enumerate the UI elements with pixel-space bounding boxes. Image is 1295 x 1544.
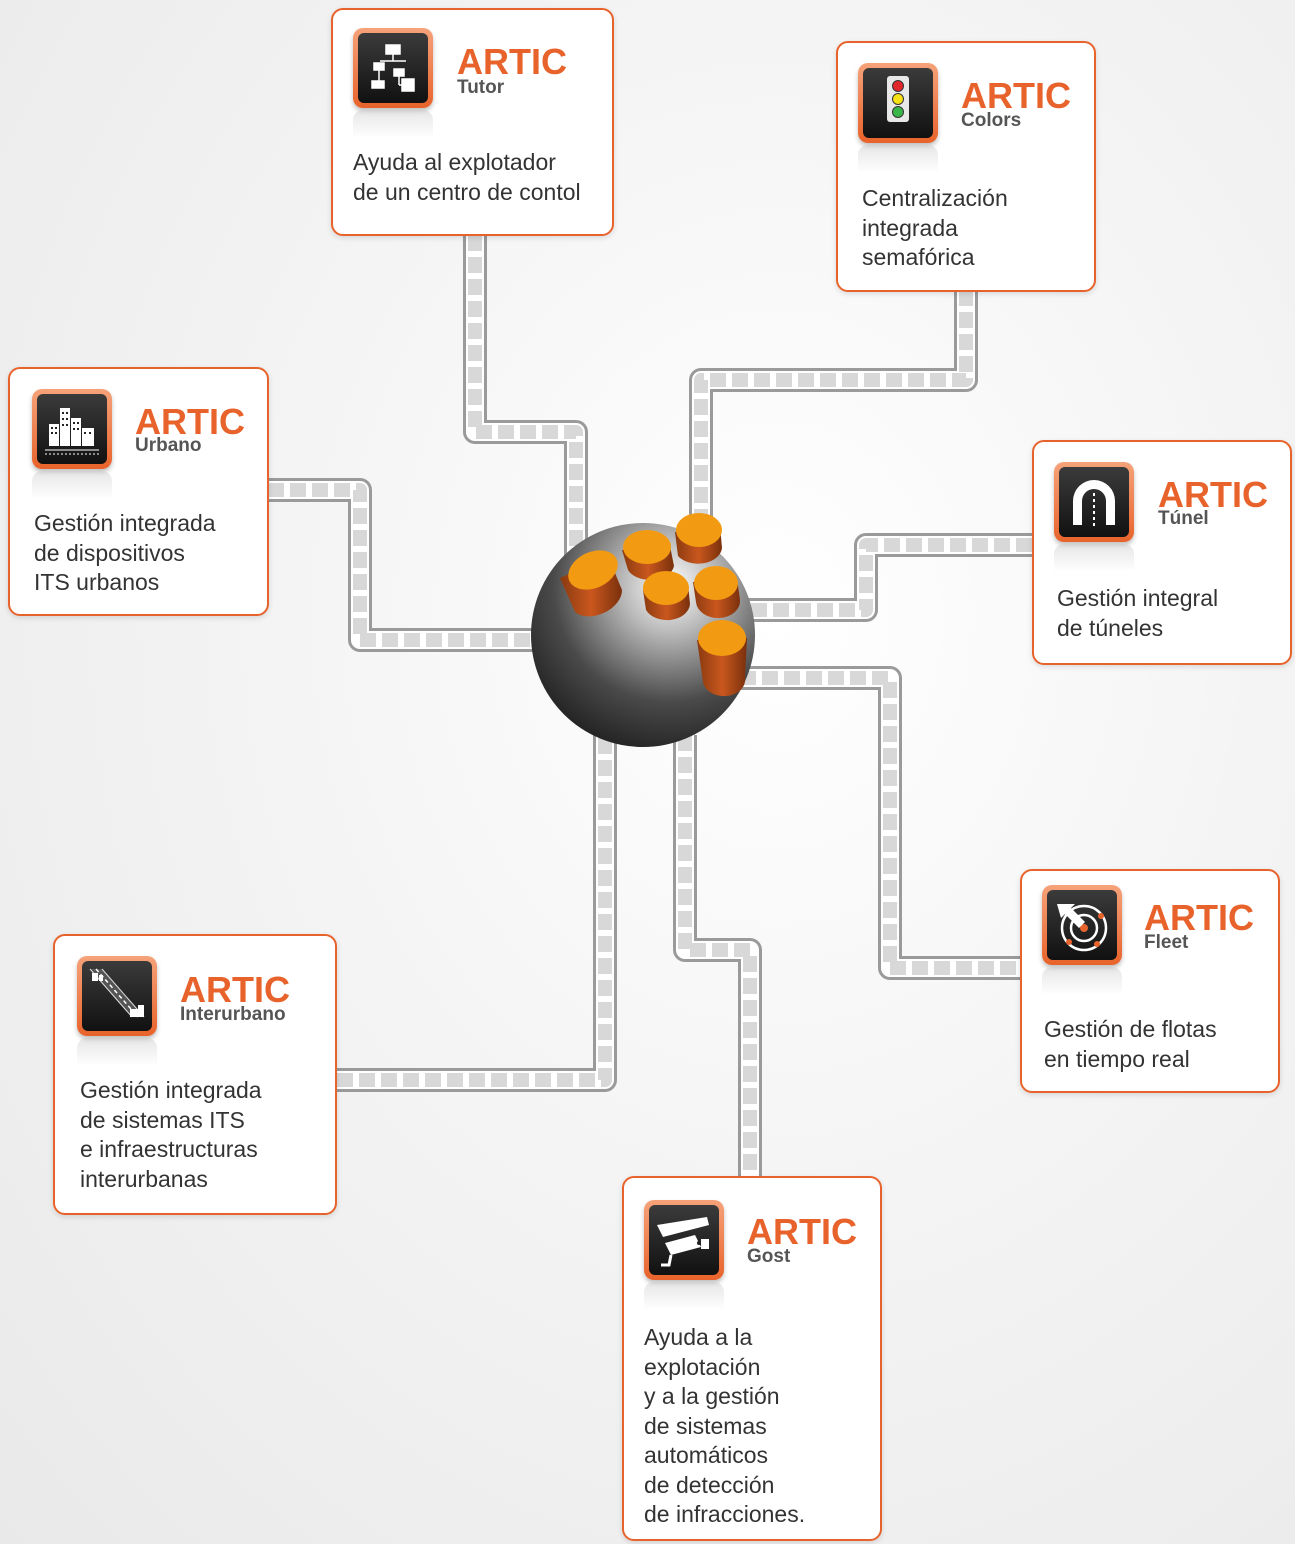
hub-puck xyxy=(643,571,690,621)
brand-label: ARTIC xyxy=(961,75,1071,116)
product-name: Gost xyxy=(747,1246,791,1267)
brand-label: ARTIC xyxy=(1158,474,1268,515)
hub-puck xyxy=(693,566,741,619)
brand-label: ARTIC xyxy=(457,41,567,82)
module-card-interurbano[interactable]: ARTIC Interurbano Gestión integrada de s… xyxy=(53,934,337,1215)
module-card-tunel[interactable]: ARTIC Túnel Gestión integral de túneles xyxy=(1032,440,1292,665)
module-description: Centralización integrada semafórica xyxy=(862,185,1008,270)
surveillance-camera-icon xyxy=(644,1200,724,1280)
product-name: Interurbano xyxy=(180,1004,286,1025)
module-description: Gestión integrada de dispositivos ITS ur… xyxy=(34,510,216,595)
module-description: Gestión integrada de sistemas ITS e infr… xyxy=(80,1077,262,1192)
product-name: Colors xyxy=(961,110,1022,131)
tunnel-icon xyxy=(1054,462,1134,542)
brand-label: ARTIC xyxy=(747,1211,857,1252)
icon-reflection xyxy=(1042,967,1122,995)
module-description: Gestión integral de túneles xyxy=(1057,585,1219,641)
module-description: Ayuda a la explotación y a la gestión de… xyxy=(644,1324,806,1527)
city-buildings-icon xyxy=(32,389,112,469)
brand-label: ARTIC xyxy=(1144,897,1254,938)
module-card-urbano[interactable]: ARTIC Urbano Gestión integrada de dispos… xyxy=(8,367,269,616)
brand-label: ARTIC xyxy=(135,401,245,442)
hub-puck xyxy=(560,550,623,617)
icon-reflection xyxy=(353,110,433,138)
module-description: Gestión de flotas en tiempo real xyxy=(1044,1016,1217,1072)
module-card-tutor[interactable]: ARTIC Tutor Ayuda al explotador de un ce… xyxy=(331,8,614,236)
hub-pucks xyxy=(560,513,747,697)
product-name: Túnel xyxy=(1158,508,1209,529)
icon-reflection xyxy=(644,1282,724,1310)
module-description: Ayuda al explotador de un centro de cont… xyxy=(353,149,581,205)
hub-puck xyxy=(675,513,722,564)
product-name: Urbano xyxy=(135,435,202,456)
icon-reflection xyxy=(32,471,112,499)
icon-reflection xyxy=(1054,544,1134,572)
icon-reflection xyxy=(77,1038,157,1066)
highway-icon xyxy=(77,956,157,1036)
traffic-light-icon xyxy=(858,63,938,143)
product-name: Fleet xyxy=(1144,932,1189,953)
module-card-colors[interactable]: ARTIC Colors Centralización integrada se… xyxy=(836,41,1096,292)
brand-label: ARTIC xyxy=(180,969,290,1010)
hub-puck xyxy=(697,620,747,697)
icon-reflection xyxy=(858,145,938,173)
module-card-gost[interactable]: ARTIC Gost Ayuda a la explotación y a la… xyxy=(622,1176,882,1541)
flowchart-icon xyxy=(353,28,433,108)
product-name: Tutor xyxy=(457,77,505,98)
radar-icon xyxy=(1042,885,1122,965)
module-card-fleet[interactable]: ARTIC Fleet Gestión de flotas en tiempo … xyxy=(1020,869,1280,1093)
